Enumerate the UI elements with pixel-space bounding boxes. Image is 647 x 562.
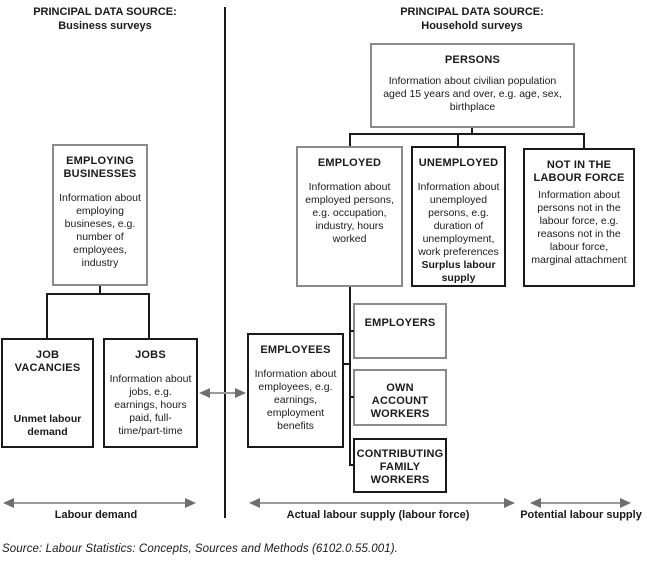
employees-body: Information about employees, e.g. earnin… xyxy=(254,368,337,432)
box-job-vacancies: JOB VACANCIES Unmet labour demand xyxy=(1,338,94,448)
section-divider-line xyxy=(224,7,226,518)
employers-title: EMPLOYERS xyxy=(364,317,436,329)
job-vacancies-footer-unmet-labour-demand: Unmet labour demand xyxy=(13,413,82,438)
employing-businesses-body: Information about employing busineses, e… xyxy=(59,192,141,269)
connector-line xyxy=(457,133,459,146)
actual-labour-supply-arrow xyxy=(256,502,506,504)
connector-line xyxy=(349,133,351,146)
connector-line xyxy=(349,464,354,466)
not-in-labour-force-body: Information about persons not in the lab… xyxy=(531,189,627,266)
labour-demand-arrow xyxy=(10,502,187,504)
jobs-body: Information about jobs, e.g. earnings, h… xyxy=(109,373,192,437)
connector-line xyxy=(344,363,350,365)
jobs-title: JOBS xyxy=(135,349,166,361)
box-own-account-workers: OWN ACCOUNT WORKERS xyxy=(353,369,447,426)
arrow-left-icon xyxy=(530,498,541,508)
box-jobs: JOBS Information about jobs, e.g. earnin… xyxy=(103,338,198,448)
box-persons: PERSONS Information about civilian popul… xyxy=(370,43,575,128)
connector-line xyxy=(99,286,101,295)
box-employers: EMPLOYERS xyxy=(353,303,447,359)
connector-line xyxy=(349,287,351,466)
arrow-left-icon xyxy=(199,388,210,398)
connector-line xyxy=(349,133,585,135)
connector-line xyxy=(46,293,48,338)
box-unemployed: UNEMPLOYED Information about unemployed … xyxy=(411,146,506,287)
heading-line-business: Business surveys xyxy=(58,20,152,32)
box-employing-businesses: EMPLOYING BUSINESSES Information about e… xyxy=(52,144,148,286)
contributing-family-workers-title: CONTRIBUTING FAMILY WORKERS xyxy=(356,448,444,486)
employed-body: Information about employed persons, e.g.… xyxy=(305,181,394,245)
unemployed-body: Information about unemployed persons, e.… xyxy=(417,181,500,258)
not-in-labour-force-title: NOT IN THE LABOUR FORCE xyxy=(533,159,625,184)
connector-line xyxy=(471,128,473,135)
box-not-in-labour-force: NOT IN THE LABOUR FORCE Information abou… xyxy=(523,148,635,287)
unemployed-title: UNEMPLOYED xyxy=(418,157,499,169)
arrow-right-icon xyxy=(504,498,515,508)
box-contributing-family-workers: CONTRIBUTING FAMILY WORKERS xyxy=(353,438,447,493)
employing-businesses-title: EMPLOYING BUSINESSES xyxy=(63,155,137,180)
heading-line-household: Household surveys xyxy=(421,20,523,32)
unemployed-footer-surplus-labour-supply: Surplus labour supply xyxy=(421,259,496,284)
connector-line xyxy=(148,293,150,338)
connector-line xyxy=(583,133,585,148)
actual-labour-supply-label: Actual labour supply (labour force) xyxy=(286,509,470,521)
heading-business-surveys: PRINCIPAL DATA SOURCE: Business surveys xyxy=(15,5,195,33)
own-account-workers-title: OWN ACCOUNT WORKERS xyxy=(370,382,430,420)
heading-household-surveys: PRINCIPAL DATA SOURCE: Household surveys xyxy=(377,5,567,33)
connector-line xyxy=(349,396,354,398)
arrow-right-icon xyxy=(235,388,246,398)
employees-title: EMPLOYEES xyxy=(260,344,331,356)
heading-line-principal-right: PRINCIPAL DATA SOURCE: xyxy=(400,6,544,18)
box-employed: EMPLOYED Information about employed pers… xyxy=(296,146,403,287)
potential-labour-supply-label: Potential labour supply xyxy=(520,509,642,521)
labour-demand-label: Labour demand xyxy=(54,509,138,521)
arrow-left-icon xyxy=(249,498,260,508)
persons-title: PERSONS xyxy=(444,54,501,66)
arrow-right-icon xyxy=(185,498,196,508)
box-employees: EMPLOYEES Information about employees, e… xyxy=(247,333,344,448)
source-citation: Source: Labour Statistics: Concepts, Sou… xyxy=(2,543,398,555)
jobs-employees-arrow xyxy=(206,392,239,394)
job-vacancies-title: JOB VACANCIES xyxy=(14,349,81,374)
connector-line xyxy=(46,293,150,295)
arrow-right-icon xyxy=(620,498,631,508)
heading-line-principal-left: PRINCIPAL DATA SOURCE: xyxy=(33,6,177,18)
persons-body: Information about civilian population ag… xyxy=(383,75,562,113)
connector-line xyxy=(349,330,354,332)
arrow-left-icon xyxy=(3,498,14,508)
potential-labour-supply-arrow xyxy=(537,502,622,504)
employed-title: EMPLOYED xyxy=(317,157,382,169)
